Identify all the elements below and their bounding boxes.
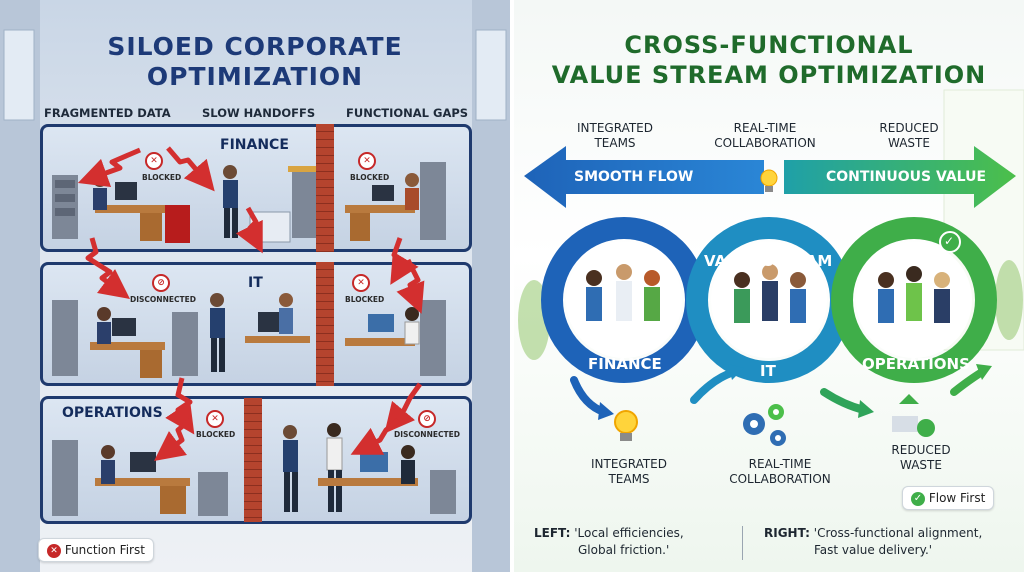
panel-divider: [510, 0, 514, 572]
left-title-line2: OPTIMIZATION: [146, 62, 364, 91]
footer-right-key: RIGHT:: [764, 526, 810, 540]
x-circle-icon: ✕: [47, 543, 61, 558]
callout-it-right: BLOCKED: [345, 295, 385, 304]
office-scenes: [52, 162, 456, 516]
x-circle-icon: ✕: [358, 152, 376, 170]
label-functional-gaps: FUNCTIONAL GAPS: [346, 106, 469, 120]
smooth-flow-label: SMOOTH FLOW: [574, 169, 694, 185]
x-circle-icon: ✕: [145, 152, 163, 170]
lightbulb-icon: [614, 410, 638, 441]
finance-scene: [52, 162, 446, 243]
value-stream-flow: [524, 146, 1016, 446]
brick-wall-it: [316, 262, 334, 386]
footer-right-line2: Fast value delivery.': [814, 543, 933, 557]
recycle-icon: [892, 394, 935, 437]
siloed-panel: SILOED CORPORATE OPTIMIZATION FRAGMENTED…: [0, 0, 510, 572]
function-first-badge: ✕ Function First: [38, 538, 154, 562]
lightbulb-icon: [760, 169, 778, 192]
footer-left-key: LEFT:: [534, 526, 571, 540]
smooth-flow-arrow: [524, 146, 764, 208]
loop-finance-label: FINANCE: [588, 355, 662, 373]
footer-left-line1: 'Local efficiencies,: [574, 526, 684, 540]
no-entry-icon: ⊘: [418, 410, 436, 428]
finance-team: [586, 264, 660, 321]
brick-wall-finance: [316, 124, 334, 252]
label-slow-handoffs: SLOW HANDOFFS: [202, 106, 316, 120]
right-title-line2: VALUE STREAM OPTIMIZATION: [551, 61, 987, 89]
loop-operations-label: OPERATIONS: [862, 355, 970, 373]
footer-separator: [742, 526, 743, 560]
footer-left-caption: LEFT: 'Local efficiencies, Global fricti…: [534, 525, 684, 559]
callout-ops-right: DISCONNECTED: [394, 430, 460, 439]
check-circle-icon: [939, 231, 961, 253]
callout-ops-left: BLOCKED: [196, 430, 236, 439]
operations-scene: [52, 423, 456, 516]
value-stream-label: VALUE STREAM: [704, 252, 833, 270]
label-fragmented-data: FRAGMENTED DATA: [44, 106, 171, 120]
continuous-value-arrow: [784, 146, 1016, 208]
no-entry-icon: ⊘: [152, 274, 170, 292]
brick-wall-operations: [244, 398, 262, 522]
footer-right-line1: 'Cross-functional alignment,: [813, 526, 983, 540]
check-circle-icon: ✓: [911, 491, 925, 506]
flow-first-label: Flow First: [928, 491, 986, 505]
callout-finance-right: BLOCKED: [350, 173, 390, 182]
dept-it: IT: [248, 275, 263, 291]
dept-finance: FINANCE: [220, 137, 289, 153]
x-circle-icon: ✕: [206, 410, 224, 428]
callout-it-left: DISCONNECTED: [130, 295, 196, 304]
dept-operations: OPERATIONS: [62, 405, 163, 421]
value-stream-panel: CROSS-FUNCTIONAL VALUE STREAM OPTIMIZATI…: [514, 0, 1024, 572]
it-team: [734, 264, 806, 323]
footer-left-line2: Global friction.': [578, 543, 670, 557]
loop-it-label: IT: [760, 362, 776, 380]
function-first-label: Function First: [64, 543, 145, 557]
check-icon: ✓: [944, 234, 955, 248]
blocked-arrows: [77, 146, 425, 461]
x-circle-icon: ✕: [352, 274, 370, 292]
footer-right-caption: RIGHT: 'Cross-functional alignment, Fast…: [764, 525, 982, 559]
operations-team: [878, 266, 950, 323]
left-title-line1: SILOED CORPORATE: [107, 32, 403, 61]
office-background: [0, 0, 510, 572]
it-scene: [52, 293, 446, 378]
continuous-value-label: CONTINUOUS VALUE: [826, 169, 987, 185]
callout-finance-left: BLOCKED: [142, 173, 182, 182]
flow-first-badge: ✓ Flow First: [902, 486, 995, 510]
gears-icon: [743, 404, 786, 446]
right-title-line1: CROSS-FUNCTIONAL: [624, 31, 914, 59]
